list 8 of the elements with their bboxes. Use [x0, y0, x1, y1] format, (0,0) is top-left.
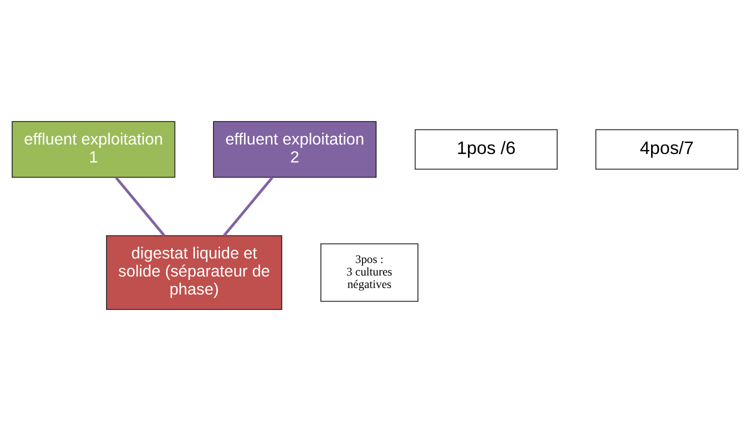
node-box: 4pos/7 — [595, 128, 738, 170]
node-box: effluent exploitation 1 — [12, 120, 176, 178]
node-box: effluent exploitation 2 — [213, 120, 377, 178]
node-box: 3pos : 3 cultures négatives — [320, 242, 418, 302]
connector — [223, 176, 274, 236]
node-box: digestat liquide et solide (séparateur de phase) — [106, 234, 282, 310]
node-box: 1pos /6 — [414, 128, 558, 170]
connector — [115, 176, 166, 236]
